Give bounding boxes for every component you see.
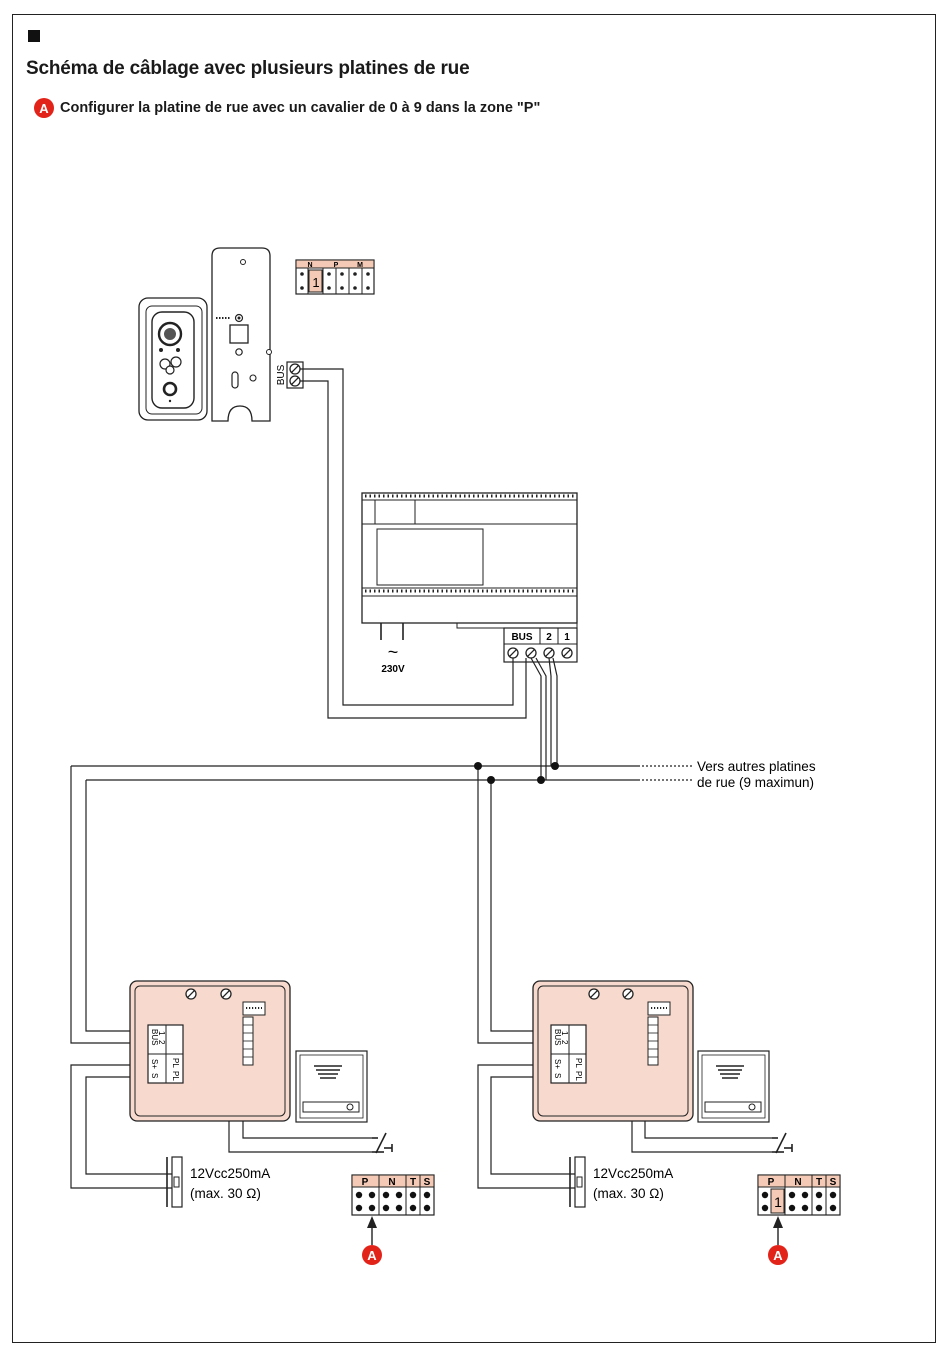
jumper-header-n: N <box>794 1177 801 1188</box>
door-jumper-header: P <box>334 262 339 269</box>
ac-symbol: ~ <box>388 642 399 662</box>
terminal-label-s: S <box>553 1073 562 1078</box>
jumper-header-t: T <box>410 1177 416 1188</box>
psu-terminal-1: 1 <box>564 632 570 643</box>
other-panels-label-line1: Vers autres platines <box>697 759 816 774</box>
terminal-label-splus: S+ <box>150 1059 159 1069</box>
door-jumper-value: 1 <box>312 275 319 290</box>
lock-rating-right: 12Vcc250mA <box>593 1166 673 1181</box>
lock-resistance-right: (max. 30 Ω) <box>593 1186 664 1201</box>
door-jumper-header: M <box>357 262 363 269</box>
door-panel-bus-terminal: BUS <box>276 362 303 388</box>
psu-terminal-2: 2 <box>546 632 552 643</box>
jumper-block-right: P N T S 1 <box>758 1175 840 1215</box>
call-button-icon <box>164 383 176 395</box>
jumper-value-right: 1 <box>774 1194 782 1210</box>
terminal-label-splus: S+ <box>553 1059 562 1069</box>
terminal-label-bus: BUS <box>553 1029 562 1045</box>
other-panels-label-line2: de rue (9 maximun) <box>697 775 814 790</box>
terminal-label-pl: PL <box>574 1071 583 1081</box>
lock-resistance-left: (max. 30 Ω) <box>190 1186 261 1201</box>
terminal-label-bus: BUS <box>150 1029 159 1045</box>
terminal-label-pl: PL <box>574 1058 583 1068</box>
street-panel-left: 1 2 BUS S+ S PL PL <box>130 981 367 1122</box>
svg-text:A: A <box>367 1248 377 1263</box>
arrow-up-icon <box>773 1216 783 1245</box>
electric-lock-left <box>167 1157 182 1207</box>
terminal-label-s: S <box>150 1073 159 1078</box>
svg-text:A: A <box>773 1248 783 1263</box>
jumper-block-left: P N T S <box>352 1175 434 1215</box>
jumper-header-p: P <box>768 1177 775 1188</box>
street-panel-right: 1 2 BUS S+ S PL PL <box>533 981 769 1122</box>
push-button-right-icon <box>772 1133 792 1153</box>
jumper-header-s: S <box>424 1177 431 1188</box>
terminal-label-pl: PL <box>171 1058 180 1068</box>
psu-terminal-bus: BUS <box>511 632 532 643</box>
door-panel-jumper-block: N P M 1 <box>296 260 374 294</box>
electric-lock-right <box>570 1157 585 1207</box>
lock-rating-left: 12Vcc250mA <box>190 1166 270 1181</box>
push-button-left-icon <box>372 1133 392 1153</box>
jumper-header-t: T <box>816 1177 822 1188</box>
marker-badge-left: A <box>362 1245 382 1265</box>
arrow-up-icon <box>367 1216 377 1245</box>
power-supply-unit: ~ 230V BUS 2 1 <box>362 493 577 675</box>
jumper-header-s: S <box>830 1177 837 1188</box>
terminal-label-pl: PL <box>171 1071 180 1081</box>
marker-badge-right: A <box>768 1245 788 1265</box>
jumper-header-n: N <box>388 1177 395 1188</box>
jumper-header-p: P <box>362 1177 369 1188</box>
mains-voltage-label: 230V <box>381 664 405 675</box>
door-panel-bus-label: BUS <box>276 364 287 385</box>
door-panel-unit <box>139 248 272 421</box>
door-jumper-header: N <box>307 262 312 269</box>
